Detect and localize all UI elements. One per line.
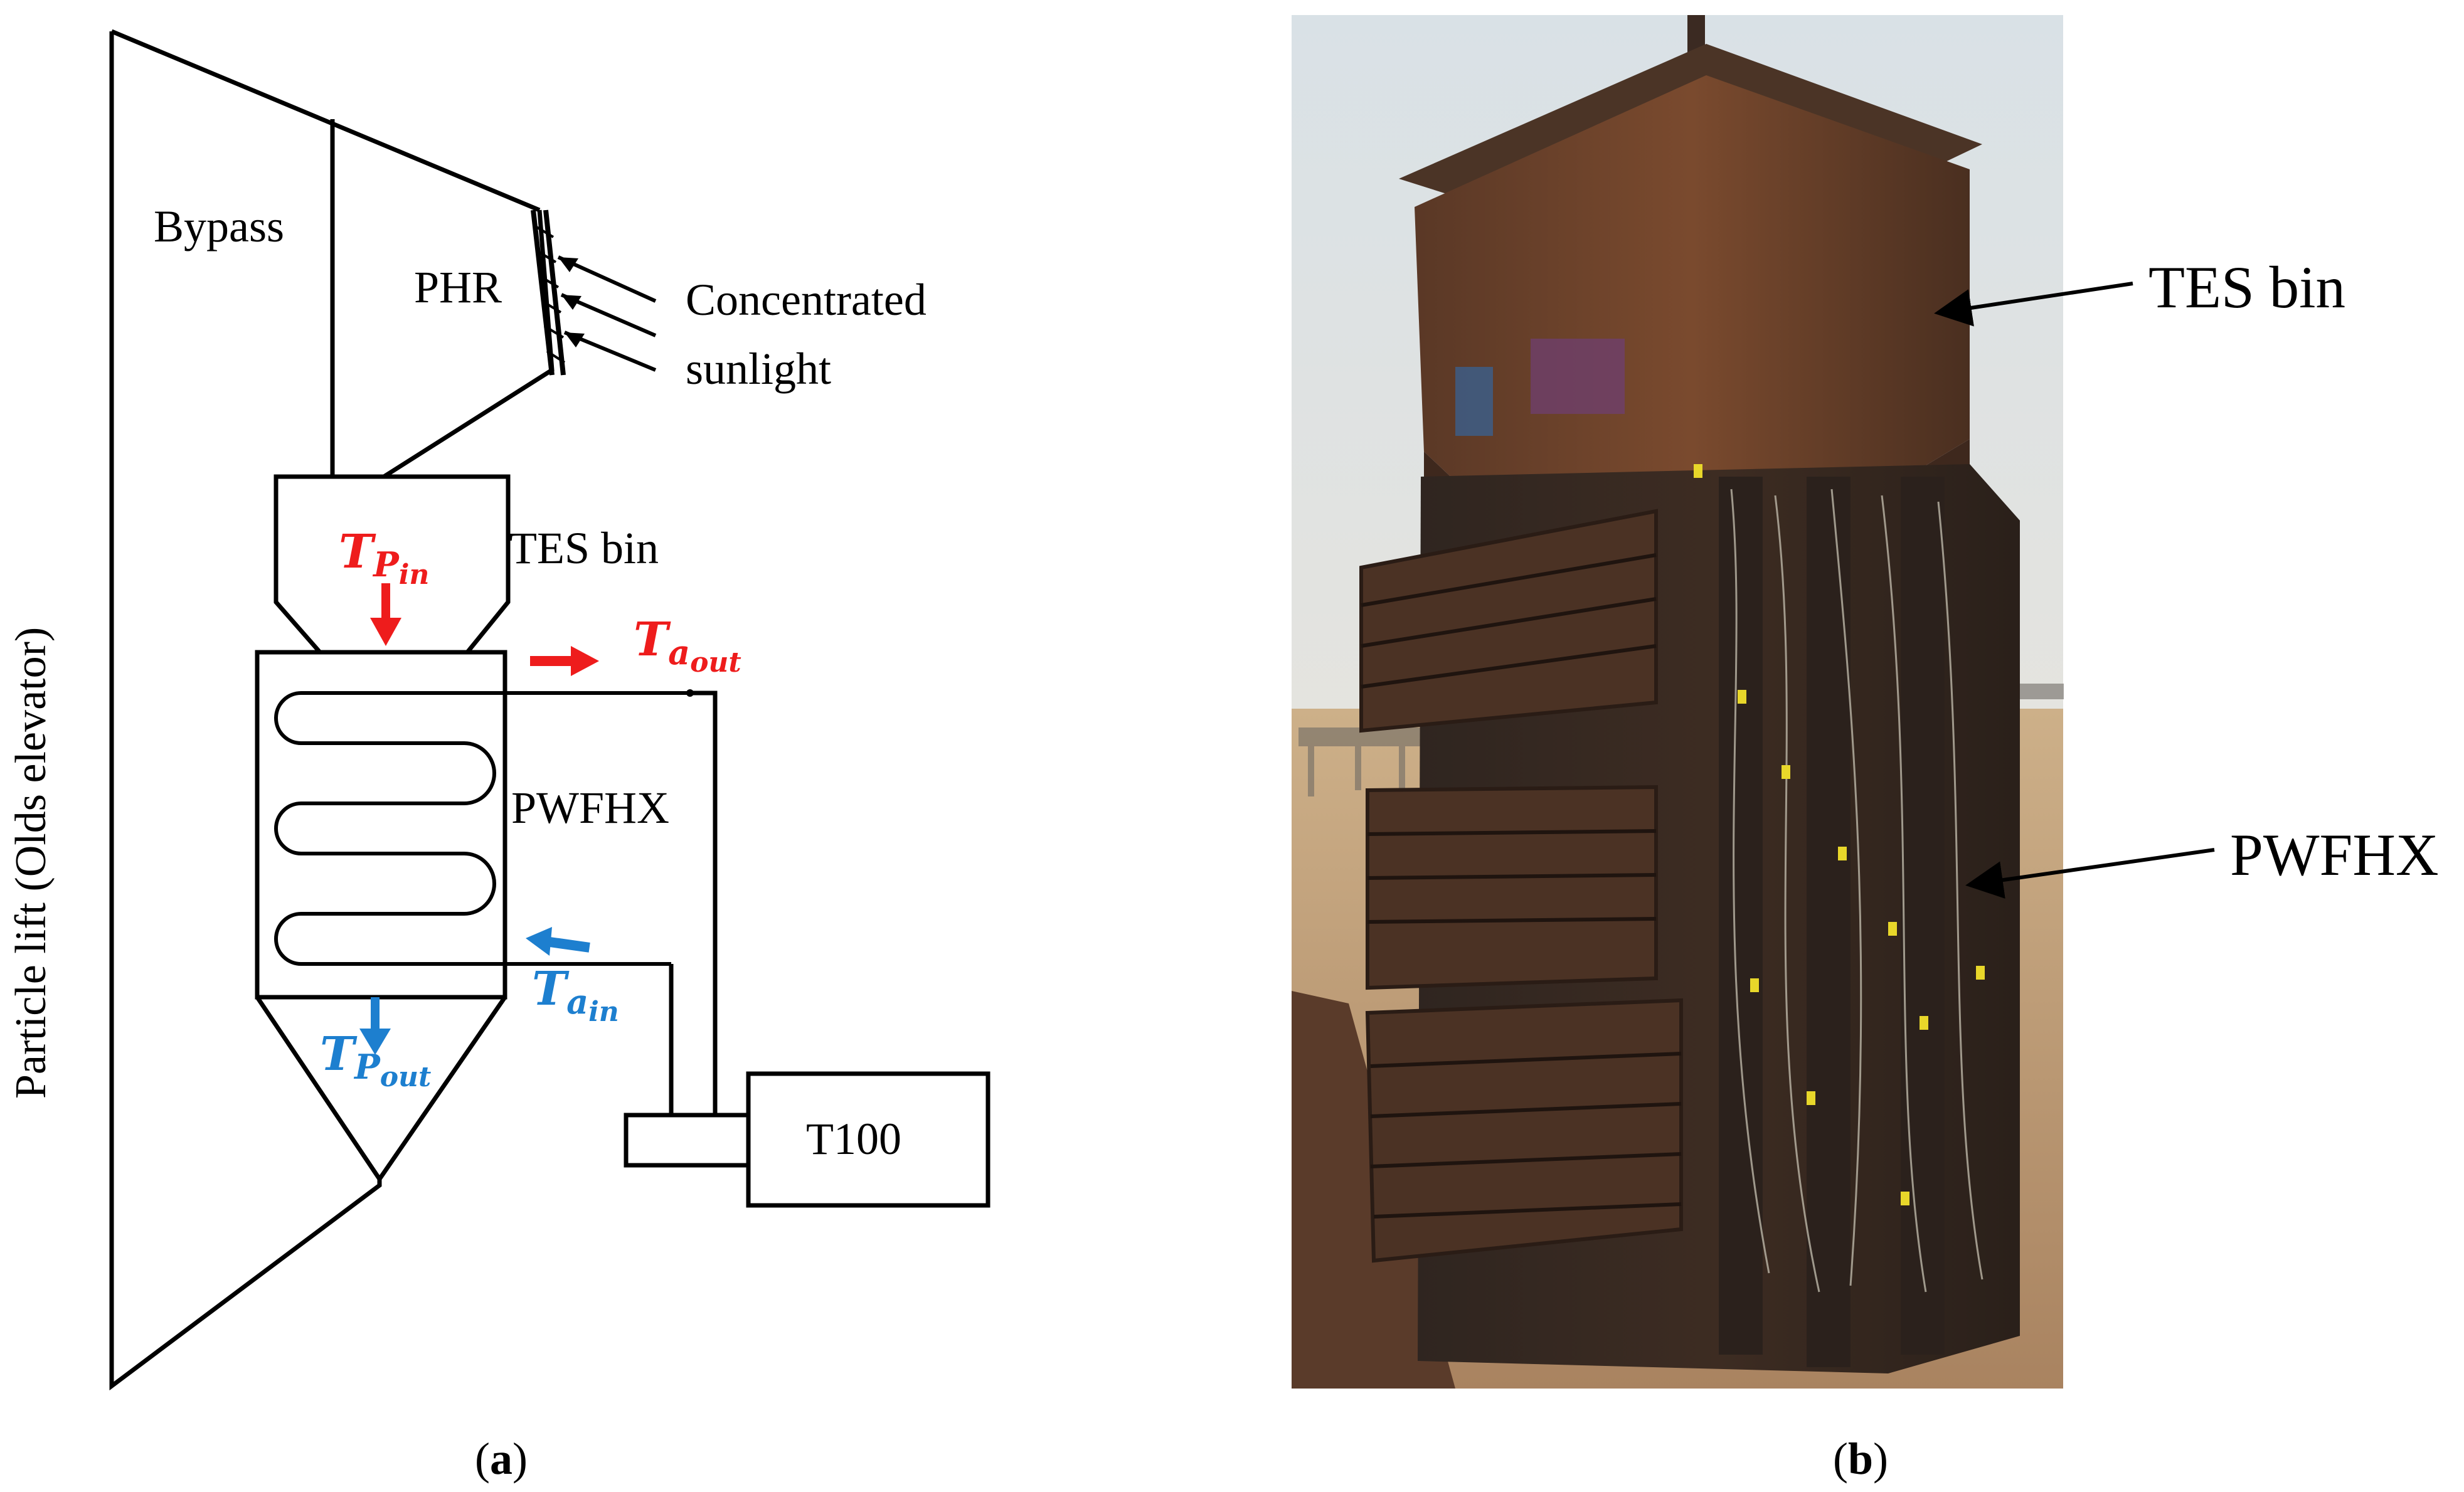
t100-coupling bbox=[624, 1113, 751, 1168]
tes-bin-pointer bbox=[1934, 282, 2133, 327]
schematic-panel-a bbox=[109, 29, 990, 1390]
t100-box bbox=[746, 1071, 990, 1208]
ta-in-arrow bbox=[526, 927, 590, 956]
pwfhx-pointer bbox=[1965, 848, 2215, 899]
sunlight-label-line2: sunlight bbox=[686, 344, 831, 394]
ta-out-arrow bbox=[530, 646, 599, 676]
ta-in-symbol: Tain bbox=[532, 962, 619, 1028]
pwfhx-label: PWFHX bbox=[511, 783, 669, 833]
pwfhx-coil bbox=[274, 691, 690, 966]
photo-pwfhx bbox=[1359, 464, 2020, 1373]
pwfhx-cone bbox=[255, 996, 507, 1183]
caption-a: (a) bbox=[475, 1434, 528, 1484]
ta-out-symbol: Taout bbox=[634, 613, 741, 679]
caption-b: (b) bbox=[1833, 1434, 1888, 1484]
photo-pwfhx-label: PWFHX bbox=[2230, 822, 2439, 888]
flow-arrows bbox=[359, 583, 599, 1055]
phr-receiver-window bbox=[531, 209, 566, 376]
phr-duct bbox=[383, 209, 555, 479]
phr-label: PHR bbox=[414, 262, 502, 312]
air-outlet-pipe bbox=[690, 690, 718, 1115]
bypass-label: Bypass bbox=[154, 201, 284, 251]
sunlight-label-line1: Concentrated bbox=[686, 275, 927, 325]
particle-lift-label: Particle lift (Olds elevator) bbox=[7, 627, 55, 1099]
particle-lift-top-duct bbox=[110, 29, 541, 213]
photo-tes-bin-label: TES bin bbox=[2148, 254, 2345, 320]
t100-label: T100 bbox=[806, 1114, 901, 1164]
sunlight-rays bbox=[557, 255, 657, 372]
pwfhx-body bbox=[255, 650, 507, 1000]
tp-in-symbol: TPin bbox=[339, 525, 429, 591]
photo-panel-b bbox=[1292, 15, 2064, 1389]
tp-out-arrow bbox=[359, 997, 391, 1055]
tp-out-symbol: TPout bbox=[320, 1027, 431, 1093]
tes-bin-label: TES bin bbox=[509, 523, 659, 573]
photo-tes-bin bbox=[1399, 15, 1982, 521]
tp-in-arrow bbox=[370, 583, 401, 646]
